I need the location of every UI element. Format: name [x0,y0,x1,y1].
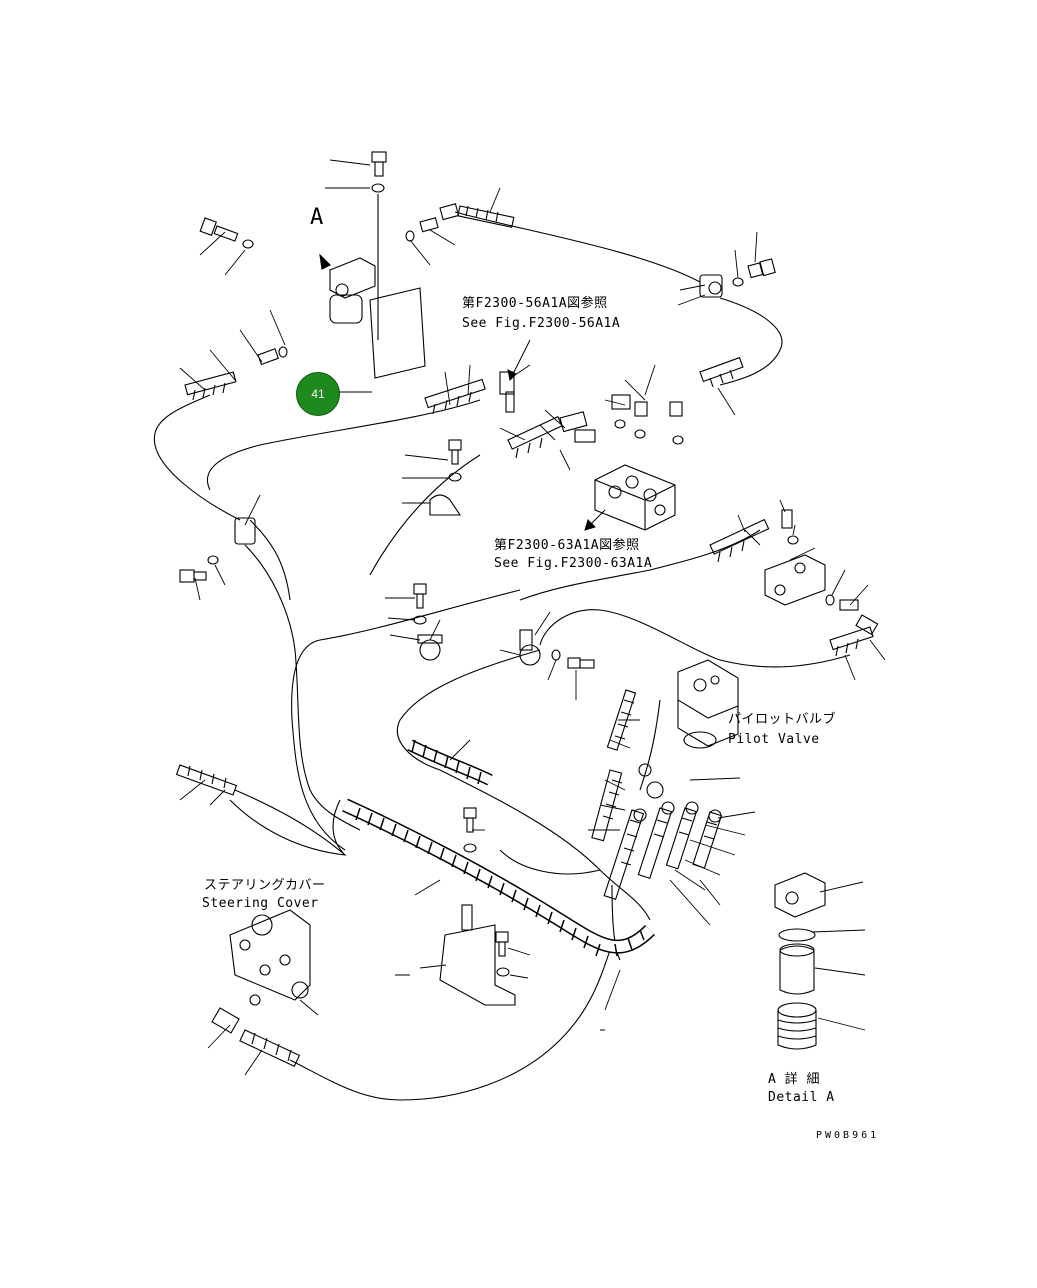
detail-a-parts [774,872,826,1050]
steering-cover-label-jp: ステアリングカバー [204,878,326,893]
connector-top [419,203,460,233]
clamp-mid [429,494,462,516]
fitting-right-low [829,626,874,657]
wrapped-hose-bundle [342,739,655,954]
reference-1-en: See Fig.F2300-56A1A [462,316,621,331]
detail-a-label-en: Detail A [768,1090,835,1105]
hose-fittings [175,205,874,1067]
bolt-right-top [747,258,776,279]
connector-far-right [839,599,879,636]
reference-2-en: See Fig.F2300-63A1A [494,556,653,571]
reference-2-jp: 第F2300-63A1A図参照 [494,538,640,553]
fitting-left-1 [184,371,237,401]
bolt-center [413,583,427,609]
control-valve-block [594,464,676,531]
clamp-center [417,634,443,661]
fitting-top [457,205,515,228]
detail-a-label-jp: A 詳 細 [768,1072,820,1087]
connector-mid-top [499,371,515,413]
steering-cover [229,909,311,1001]
pilot-valve-label-jp: パイロットバルブ [728,712,837,727]
filter-assembly [319,253,426,379]
tee-right-top [611,394,683,417]
mounting-bracket [439,904,516,1006]
fitting-right-mid [709,518,770,563]
bolt-lower-center [463,807,477,833]
connector-left [257,348,280,366]
bolt-mid [448,439,462,465]
bracket-left [234,517,256,545]
clamp-right-center [519,629,541,666]
view-label-a: A [310,205,324,230]
pilot-valve-body [677,659,739,749]
reference-arrows [507,339,606,531]
clamp-right-top [699,274,723,298]
connector-bottom-left [211,1007,240,1034]
pilot-valve-hoses [591,763,723,900]
fitting-left-low [175,764,238,796]
valve-block-right [764,554,826,606]
bolt-lower-right [495,931,509,957]
connector-right [781,509,793,529]
callout-41[interactable]: 41 [296,372,340,416]
fitting-mid-2 [507,416,563,459]
leader-lines [179,159,886,1076]
hose-wrap-stripes [355,739,645,957]
bolt-top [371,151,387,177]
reference-1-jp: 第F2300-56A1A図参照 [462,296,608,311]
bolt-left-mid [179,569,207,583]
fitting-center-vertical [606,689,637,751]
bolt-right-center [567,657,595,669]
fitting-right-upper [699,356,744,388]
hose-lines [153,211,851,1101]
fitting-bottom-left [239,1029,301,1067]
bolts-and-washers [179,151,879,1034]
drawing-code: PW0B961 [816,1130,880,1141]
fitting-mid-1 [424,378,486,415]
pilot-valve-label-en: Pilot Valve [728,732,820,747]
steering-cover-label-en: Steering Cover [202,896,319,911]
bolt-left-top [199,217,239,242]
elbow-mid-right [559,411,596,443]
